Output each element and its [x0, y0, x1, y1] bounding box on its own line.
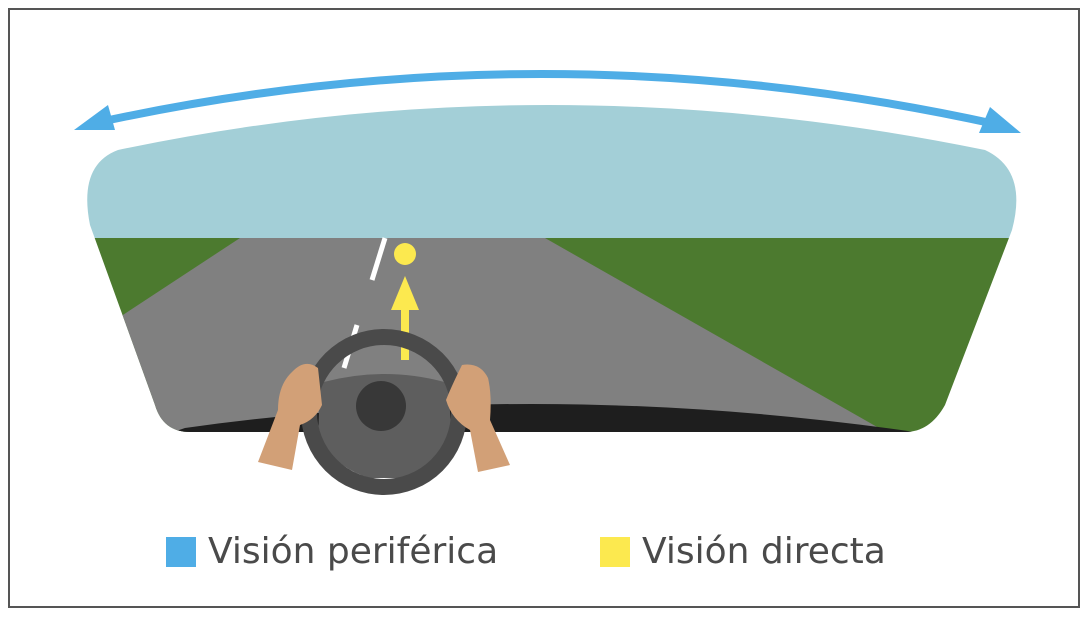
legend-label-peripheral: Visión periférica: [208, 531, 499, 572]
legend-label-direct: Visión directa: [642, 531, 886, 572]
peripheral-arrow-left-icon: [74, 105, 115, 130]
legend-item-direct: Visión directa: [600, 530, 886, 574]
left-hand-icon: [258, 363, 322, 470]
peripheral-arrow-right-icon: [979, 107, 1021, 133]
legend-item-peripheral: Visión periférica: [166, 530, 498, 574]
direct-swatch-icon: [600, 537, 630, 567]
windshield: [87, 105, 1017, 432]
peripheral-swatch-icon: [166, 537, 196, 567]
legend: Visión periférica Visión directa: [0, 530, 1090, 574]
sky: [87, 105, 1017, 238]
direct-vision-arrow-icon: [391, 276, 419, 310]
right-hand-icon: [446, 364, 510, 472]
lane-marking: [369, 237, 388, 281]
direct-vision-focus-point: [394, 243, 416, 265]
peripheral-vision-arc: [99, 70, 996, 128]
